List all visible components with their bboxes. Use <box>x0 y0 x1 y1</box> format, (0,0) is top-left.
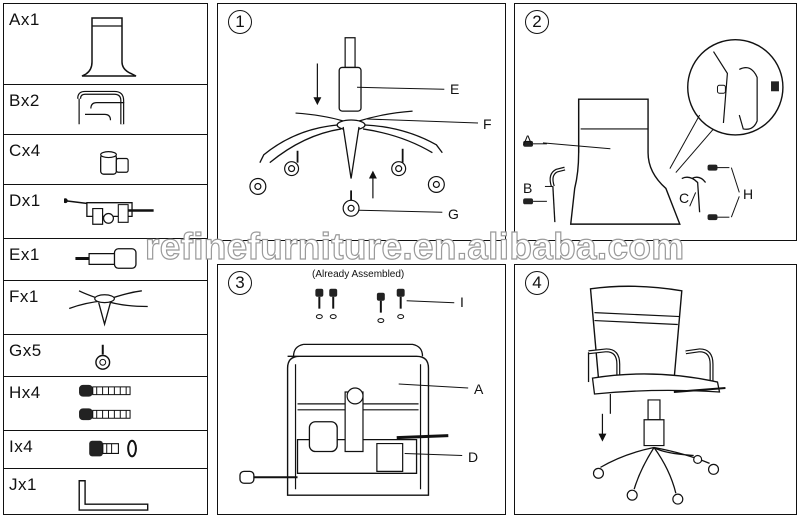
part-row-f: Fx1 <box>4 280 207 334</box>
part-row-c: Cx4 <box>4 134 207 184</box>
callout-i: I <box>460 294 464 310</box>
callout-d: D <box>468 449 479 465</box>
sleeve-icon <box>64 135 204 184</box>
allen-key-icon <box>64 469 204 514</box>
bolt-icon <box>79 384 204 421</box>
already-assembled-note: (Already Assembled) <box>312 269 405 280</box>
part-row-j: Jx1 <box>4 468 207 514</box>
part-row-d: Dx1 <box>4 184 207 238</box>
part-label-f: Fx1 <box>9 287 39 306</box>
part-row-a: Ax1 <box>4 4 207 84</box>
step-3-panel: 3 (Already Assembled) I A D <box>217 264 506 515</box>
five-star-base-icon <box>64 281 204 334</box>
gas-lift-icon <box>64 239 204 280</box>
part-row-e: Ex1 <box>4 238 207 280</box>
callout-a-step2: A <box>523 132 533 148</box>
finished-chair-drawing <box>515 265 796 514</box>
part-label-b: Bx2 <box>9 91 40 110</box>
part-label-e: Ex1 <box>9 245 40 264</box>
part-label-d: Dx1 <box>9 191 41 210</box>
step-2-number: 2 <box>525 10 549 34</box>
backrest-armrest-drawing <box>523 4 796 240</box>
step-3-number: 3 <box>228 271 252 295</box>
parts-list-panel: Ax1 Bx2 Cx4 Dx1 <box>3 3 208 515</box>
backrest-frame-icon <box>64 4 204 84</box>
part-row-h: Hx4 <box>4 376 207 430</box>
part-label-j: Jx1 <box>9 475 37 494</box>
screw-washer-icon <box>89 431 204 468</box>
callout-g: G <box>448 206 459 222</box>
callout-c: C <box>679 190 690 206</box>
part-label-c: Cx4 <box>9 141 41 160</box>
caster-icon <box>64 335 204 376</box>
callout-b: B <box>523 180 533 196</box>
callout-e: E <box>450 81 460 97</box>
mechanism-icon <box>64 198 204 238</box>
part-row-b: Bx2 <box>4 84 207 134</box>
armrest-icon <box>64 85 204 134</box>
callout-h: H <box>743 186 754 202</box>
step-4-number: 4 <box>525 271 549 295</box>
step-2-panel: 2 A B C H <box>514 3 797 241</box>
step-1-number: 1 <box>228 10 252 34</box>
part-label-a: Ax1 <box>9 10 40 29</box>
part-label-h: Hx4 <box>9 383 41 402</box>
part-label-i: Ix4 <box>9 437 34 456</box>
part-row-g: Gx5 <box>4 334 207 376</box>
part-label-g: Gx5 <box>9 341 42 360</box>
step-1-panel: 1 E F <box>217 3 506 241</box>
step-4-panel: 4 <box>514 264 797 515</box>
base-assembly-drawing <box>218 4 505 240</box>
callout-a-step3: A <box>474 381 484 397</box>
part-row-i: Ix4 <box>4 430 207 468</box>
seat-mechanism-drawing <box>218 288 505 514</box>
callout-f: F <box>483 116 492 132</box>
